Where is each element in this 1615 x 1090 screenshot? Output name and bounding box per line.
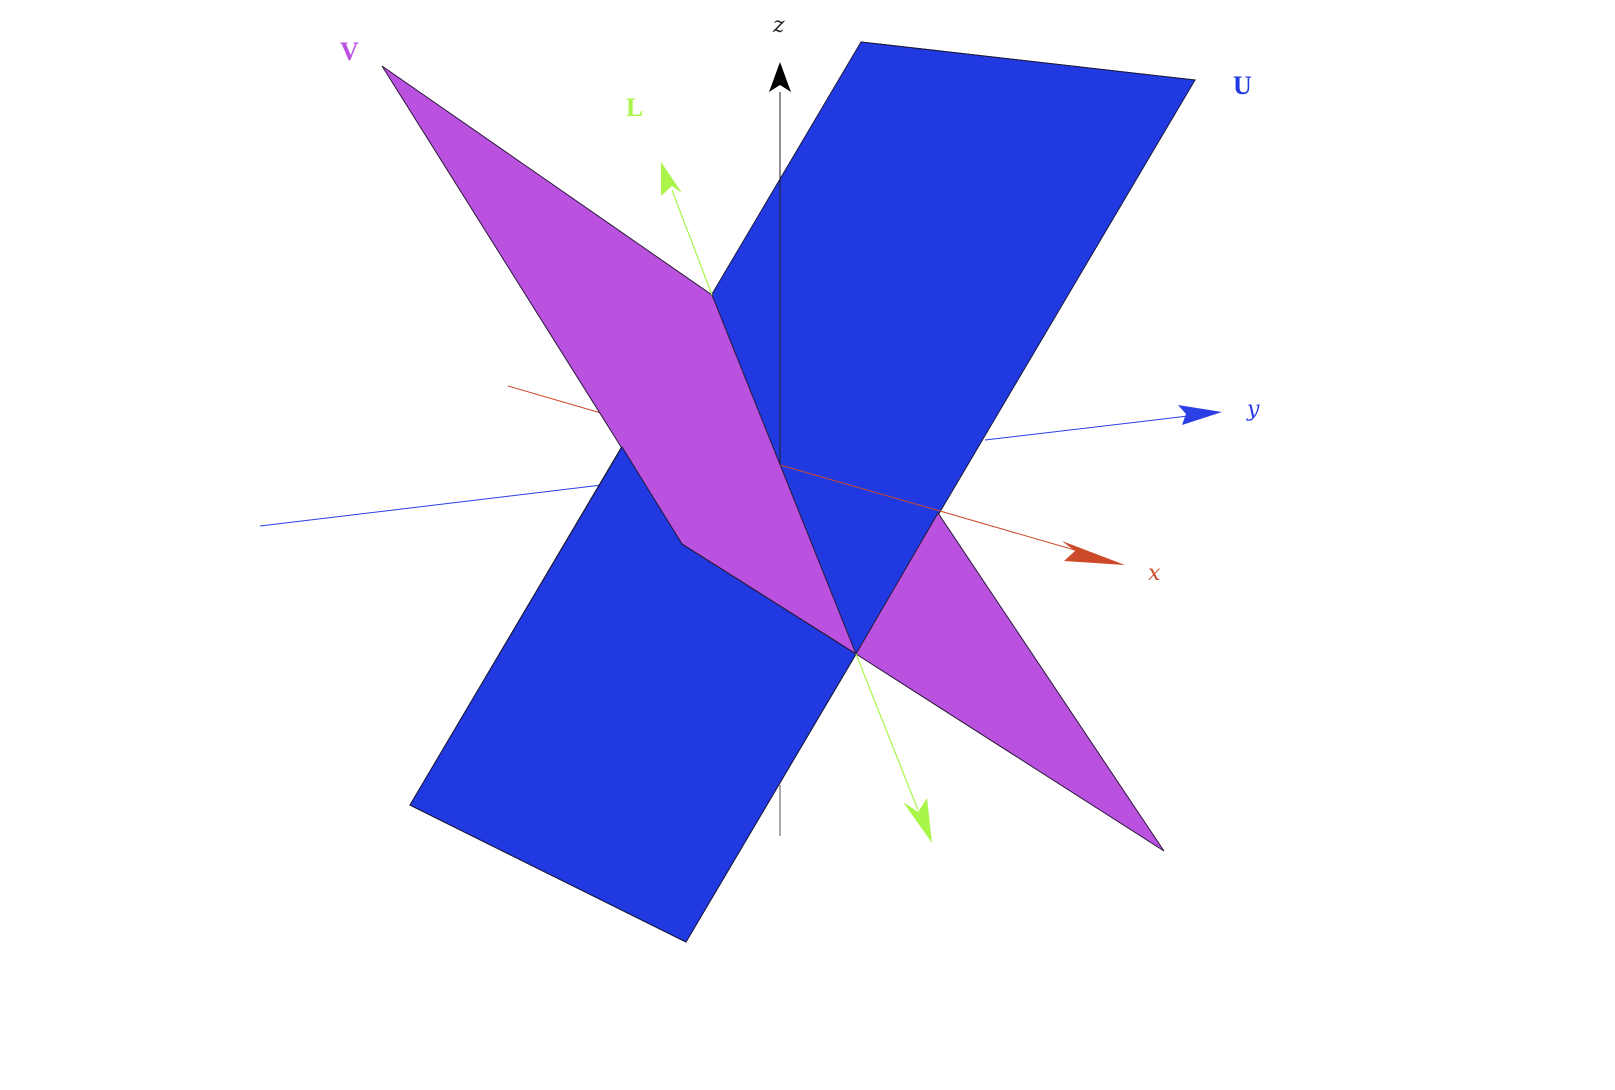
line-l-label: L	[626, 93, 643, 122]
plane-v-label: V	[340, 37, 359, 66]
plane-u-lower-front	[409, 446, 857, 943]
y-axis-back	[259, 483, 611, 527]
z-axis-label: z	[772, 13, 785, 38]
x-axis-mid	[779, 464, 941, 512]
x-axis-label: x	[1148, 561, 1161, 586]
y-axis-front	[984, 413, 1206, 441]
line-l-arrowhead-up	[661, 162, 682, 196]
x-axis-arrowhead	[1062, 541, 1125, 565]
plane-u-label: U	[1233, 71, 1252, 100]
z-axis-arrowhead	[769, 62, 791, 92]
y-axis-label: y	[1246, 397, 1260, 422]
line-l-arrowhead-down	[903, 798, 932, 843]
x-axis-front	[939, 510, 1086, 554]
plane-v-edge	[681, 543, 857, 655]
y-axis-arrowhead	[1178, 405, 1222, 425]
line-l-upper	[671, 189, 713, 296]
line-l-lower	[855, 653, 919, 811]
plane-v-lower	[855, 512, 1165, 852]
